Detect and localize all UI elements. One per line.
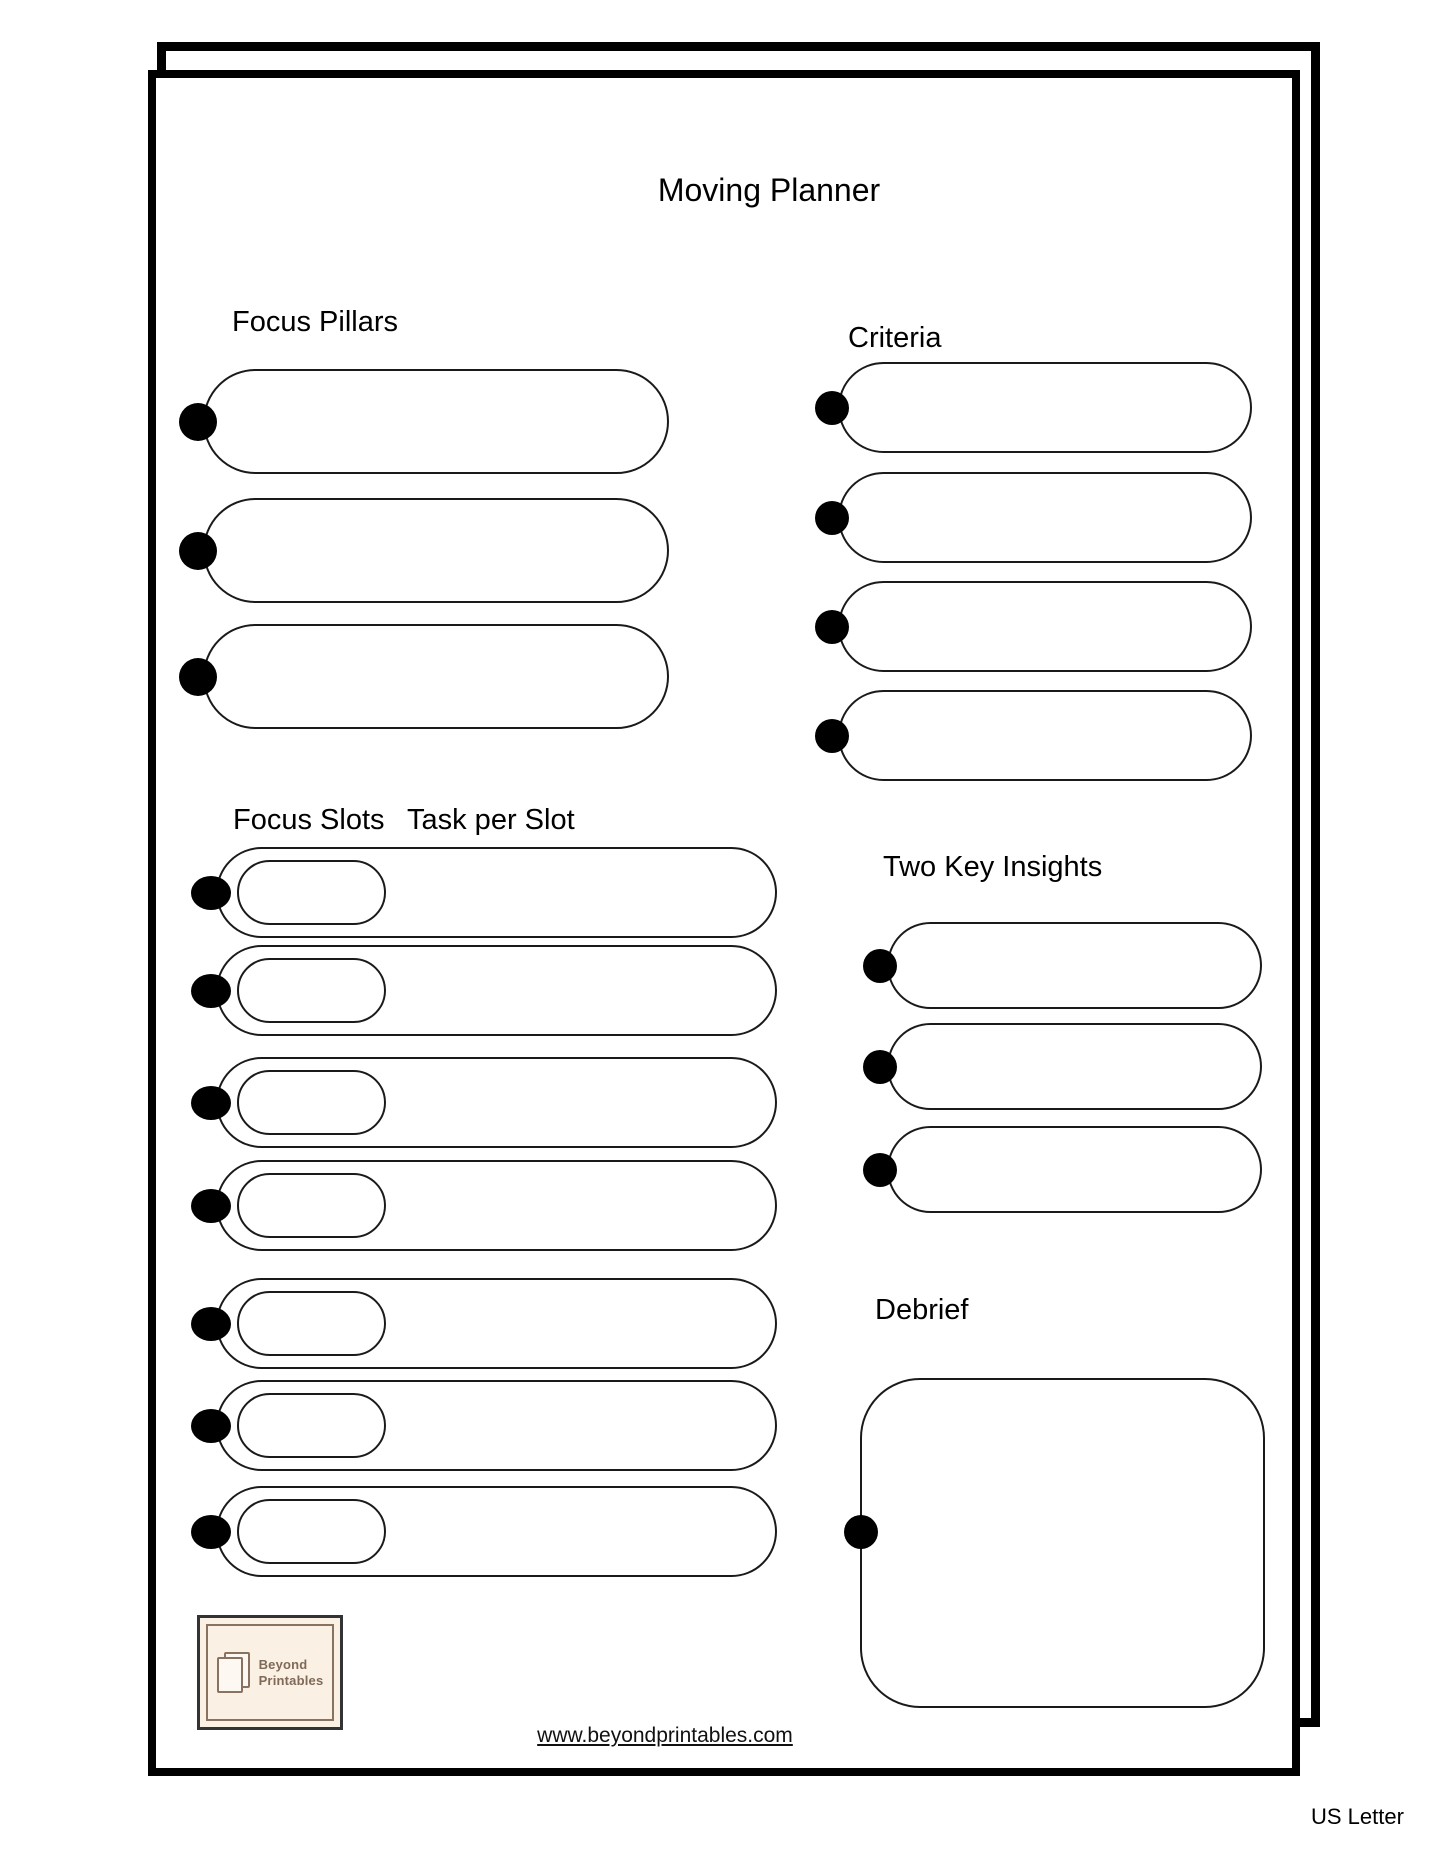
brand-logo: Beyond Printables bbox=[197, 1615, 343, 1730]
bullet-dot bbox=[863, 1050, 897, 1084]
criteria-field bbox=[838, 581, 1252, 672]
website-link[interactable]: www.beyondprintables.com bbox=[537, 1724, 793, 1747]
focus-pillars-heading: Focus Pillars bbox=[232, 306, 398, 338]
bullet-dot bbox=[191, 876, 231, 910]
brand-name-line1: Beyond bbox=[258, 1656, 308, 1672]
task-per-slot-heading: Task per Slot bbox=[407, 804, 575, 836]
bullet-dot bbox=[815, 610, 849, 644]
criteria-heading: Criteria bbox=[848, 322, 942, 354]
insight-field bbox=[887, 922, 1262, 1009]
debrief-heading: Debrief bbox=[875, 1294, 969, 1326]
bullet-dot bbox=[815, 719, 849, 753]
bullet-dot bbox=[179, 403, 217, 441]
bullet-dot bbox=[863, 949, 897, 983]
slot-field bbox=[237, 1393, 386, 1458]
bullet-dot bbox=[815, 501, 849, 535]
slot-field bbox=[237, 1173, 386, 1238]
brand-name: Beyond Printables bbox=[259, 1657, 324, 1689]
slot-field bbox=[237, 860, 386, 925]
bullet-dot bbox=[844, 1515, 878, 1549]
slot-field bbox=[237, 1499, 386, 1564]
focus-pillar-field bbox=[203, 498, 669, 603]
insight-field bbox=[887, 1023, 1262, 1110]
insights-heading: Two Key Insights bbox=[883, 851, 1103, 883]
pages-icon bbox=[216, 1651, 251, 1694]
debrief-field bbox=[860, 1378, 1265, 1708]
paper-size-label: US Letter bbox=[1311, 1804, 1404, 1829]
bullet-dot bbox=[179, 658, 217, 696]
slot-field bbox=[237, 1070, 386, 1135]
brand-logo-frame: Beyond Printables bbox=[206, 1624, 334, 1721]
insight-field bbox=[887, 1126, 1262, 1213]
bullet-dot bbox=[191, 1409, 231, 1443]
focus-slots-heading: Focus Slots bbox=[233, 804, 385, 836]
criteria-field bbox=[838, 472, 1252, 563]
page-title: Moving Planner bbox=[657, 172, 881, 208]
slot-field bbox=[237, 958, 386, 1023]
bullet-dot bbox=[863, 1153, 897, 1187]
criteria-field bbox=[838, 690, 1252, 781]
bullet-dot bbox=[191, 1515, 231, 1549]
bullet-dot bbox=[191, 1189, 231, 1223]
bullet-dot bbox=[815, 391, 849, 425]
slot-field bbox=[237, 1291, 386, 1356]
bullet-dot bbox=[191, 974, 231, 1008]
brand-name-line2: Printables bbox=[258, 1672, 324, 1688]
focus-pillar-field bbox=[203, 624, 669, 729]
bullet-dot bbox=[191, 1307, 231, 1341]
bullet-dot bbox=[191, 1086, 231, 1120]
bullet-dot bbox=[179, 532, 217, 570]
criteria-field bbox=[838, 362, 1252, 453]
focus-pillar-field bbox=[203, 369, 669, 474]
